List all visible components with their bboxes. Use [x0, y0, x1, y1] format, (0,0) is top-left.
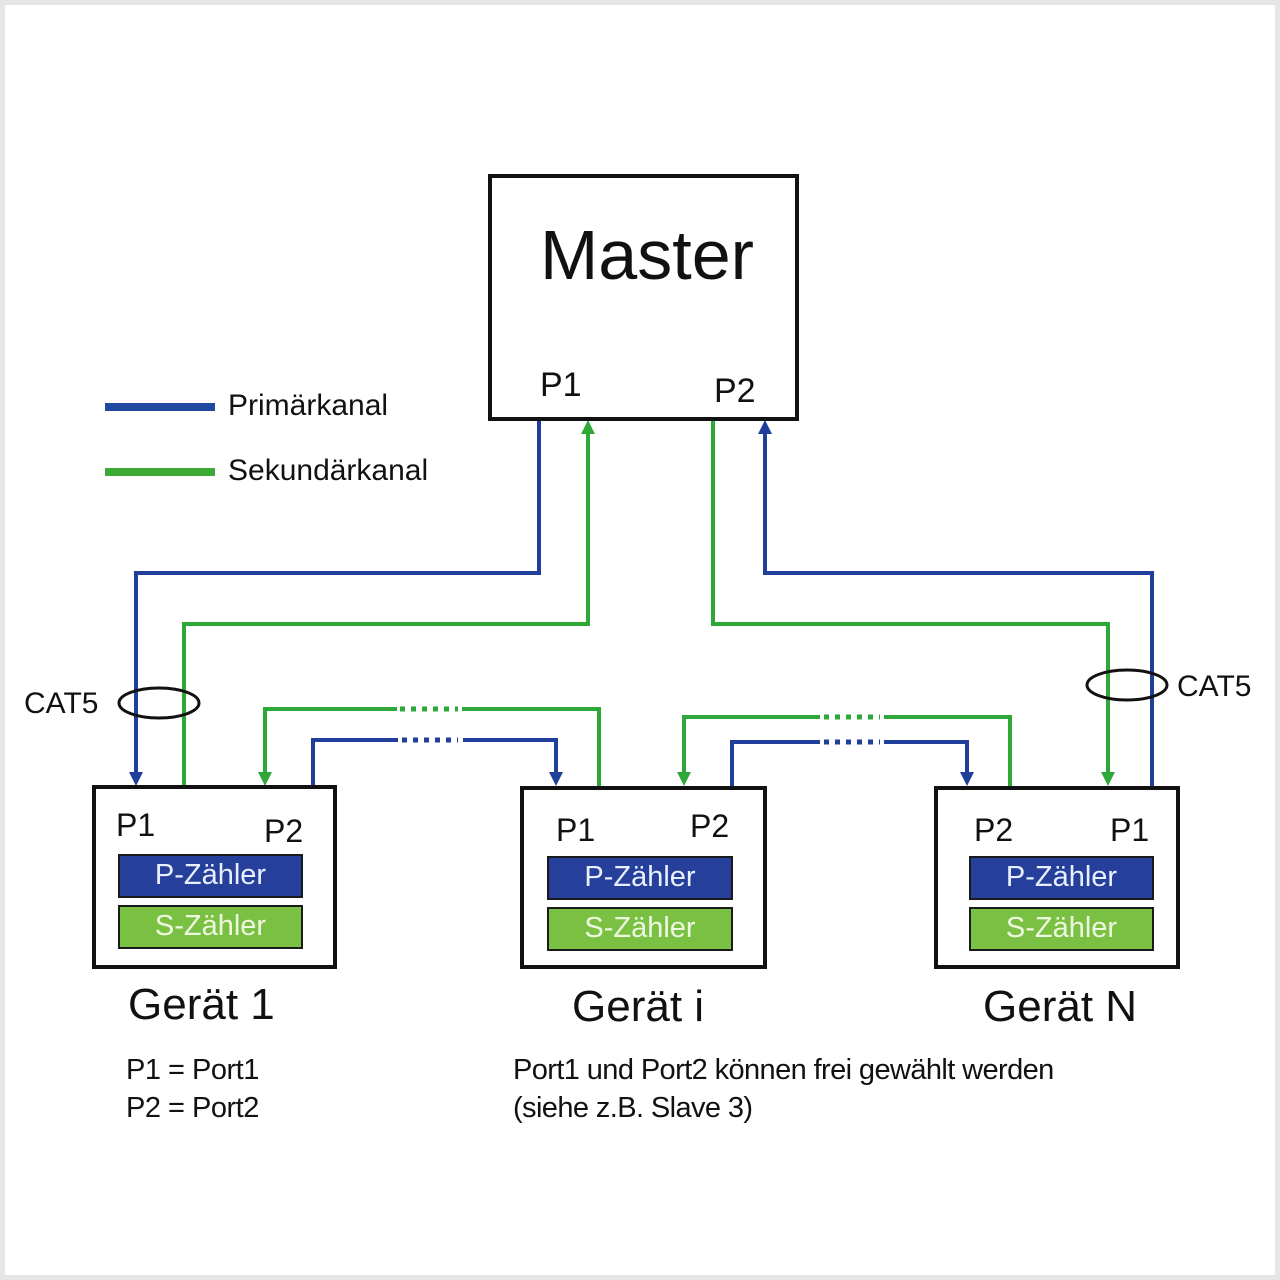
cat5-cable-ellipse-right [1085, 668, 1169, 702]
master-title: Master [540, 216, 754, 294]
primary-device1-to-devicei-b [463, 738, 558, 782]
arrow-icon [677, 772, 691, 786]
arrow-icon [960, 772, 974, 786]
device-1-s-counter: S-Zähler [118, 905, 303, 949]
arrow-icon [549, 772, 563, 786]
remark-line-2: (siehe z.B. Slave 3) [513, 1092, 753, 1124]
device-1-left-port: P1 [116, 807, 156, 843]
device-n-p-counter: P-Zähler [969, 856, 1154, 900]
arrow-icon [581, 420, 595, 434]
cat5-label-right: CAT5 [1177, 670, 1252, 703]
primary-deviceN-to-master [763, 425, 1154, 786]
primary-master-to-device1 [134, 420, 541, 782]
port-legend-line-1: P1 = Port1 [126, 1054, 259, 1086]
device-1-right-port: P2 [264, 813, 304, 849]
device-i-s-counter: S-Zähler [547, 907, 733, 951]
legend-primary-label: Primärkanal [228, 389, 389, 422]
master-port1-label: P1 [540, 366, 582, 404]
device-n-box: P2 P1 P-Zähler S-Zähler [934, 786, 1180, 969]
cat5-label-left: CAT5 [24, 687, 99, 720]
primary-devicei-to-deviceN [730, 740, 820, 786]
device-i-box: P1 P2 P-Zähler S-Zähler [520, 786, 767, 969]
connection-lines [105, 403, 1169, 786]
port-legend-line-2: P2 = Port2 [126, 1092, 259, 1124]
device-1-p-counter: P-Zähler [118, 854, 303, 898]
primary-devicei-to-deviceN-b [884, 740, 969, 782]
secondary-devicei-to-device1-b [263, 707, 397, 782]
device-n-right-port: P1 [1110, 812, 1150, 848]
secondary-deviceN-to-devicei-b [682, 715, 820, 782]
secondary-deviceN-to-devicei [884, 715, 1012, 786]
device-i-left-port: P1 [556, 812, 596, 848]
arrow-icon [129, 772, 143, 786]
cat5-cable-ellipse-left [117, 686, 201, 720]
remark-line-1: Port1 und Port2 können frei gewählt werd… [513, 1054, 1054, 1086]
device-1-name: Gerät 1 [128, 980, 275, 1029]
secondary-master-to-deviceN [711, 420, 1110, 782]
secondary-devicei-to-device1 [462, 707, 601, 786]
master-port2-label: P2 [714, 372, 756, 410]
device-n-left-port: P2 [974, 812, 1014, 848]
device-1-box: P1 P2 P-Zähler S-Zähler [92, 785, 337, 969]
arrow-icon [1101, 772, 1115, 786]
primary-device1-to-devicei [311, 738, 398, 786]
device-i-p-counter: P-Zähler [547, 856, 733, 900]
legend-secondary-label: Sekundärkanal [228, 454, 429, 487]
device-i-right-port: P2 [690, 808, 730, 844]
arrow-icon [258, 772, 272, 786]
device-n-name: Gerät N [983, 982, 1138, 1031]
arrow-icon [758, 420, 772, 434]
master-box: Master P1 P2 [488, 174, 799, 421]
device-n-s-counter: S-Zähler [969, 907, 1154, 951]
secondary-device1-to-master [182, 425, 590, 786]
device-i-name: Gerät i [572, 982, 705, 1031]
